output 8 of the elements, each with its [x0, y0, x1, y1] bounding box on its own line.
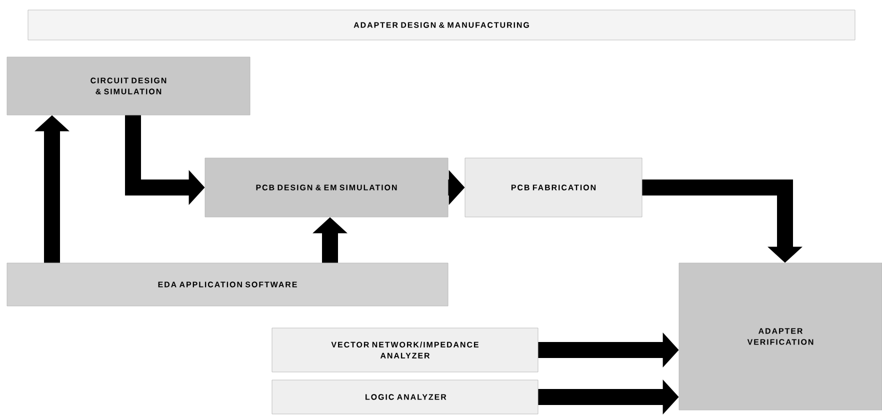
- process-box: EDA APPLICATION SOFTWARE: [6, 262, 448, 306]
- process-box: LOGIC ANALYZER: [272, 380, 538, 414]
- process-box: PCB FABRICATION: [464, 158, 642, 218]
- process-box: VECTOR NETWORK/IMPEDANCE ANALYZER: [272, 328, 538, 372]
- process-box: PCB DESIGN & EM SIMULATION: [204, 158, 448, 218]
- process-box: CIRCUIT DESIGN & SIMULATION: [6, 56, 250, 116]
- title-banner: ADAPTER DESIGN & MANUFACTURING: [28, 10, 856, 40]
- process-box: ADAPTER VERIFICATION: [678, 262, 882, 410]
